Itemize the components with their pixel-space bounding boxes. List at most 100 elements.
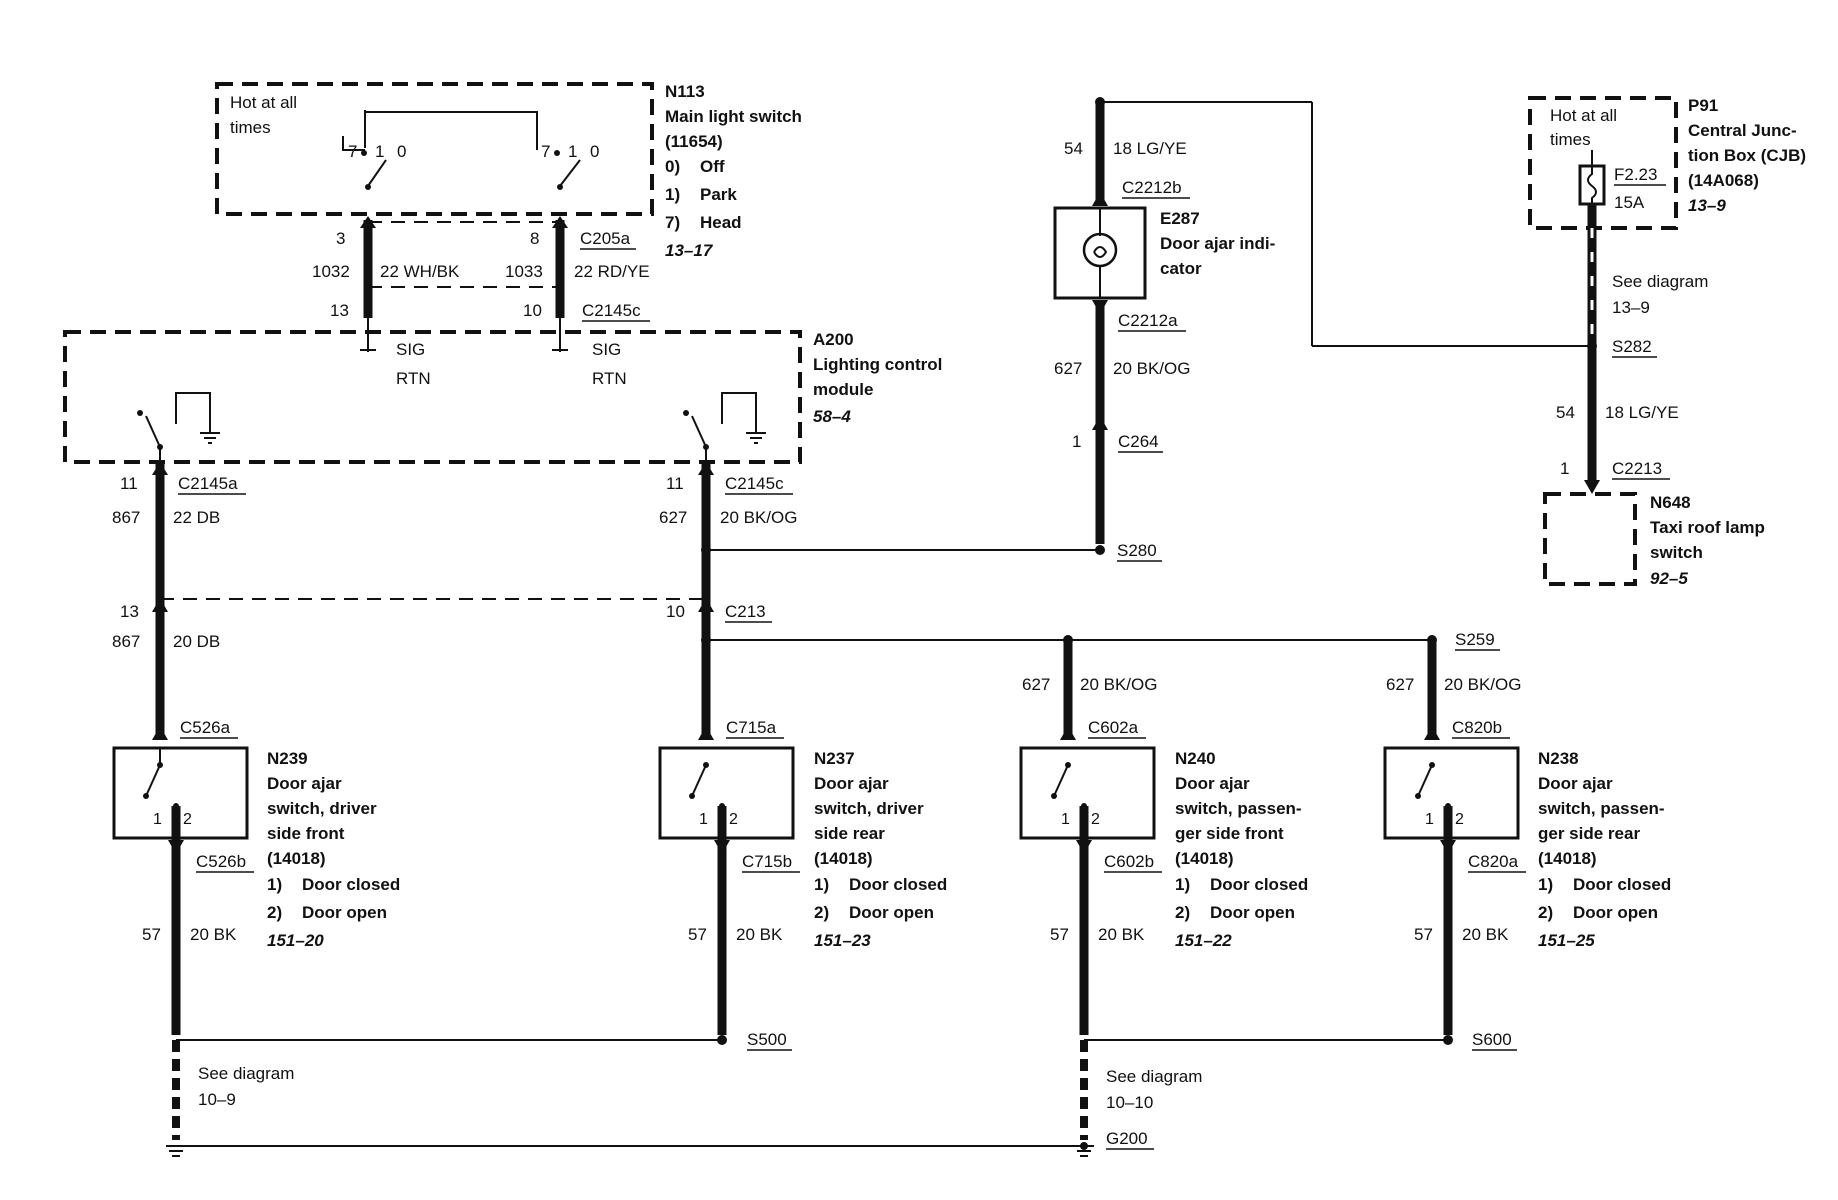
central-junction-box-p91: Hot at all times F2.23 15A P91 Central J… (1312, 96, 1806, 494)
n238-line-1: Door ajar (1538, 774, 1613, 793)
a200-right-switch (683, 392, 766, 462)
n113-hot-label-2: times (230, 118, 271, 137)
ground-g200: G200 (1106, 1129, 1148, 1148)
splice-s259: S259 (1455, 630, 1495, 649)
ground-wiring: C526b C715b C602b C820a 57 20 BK 57 20 B… (142, 806, 1526, 1157)
n238-state-1: Door closed (1573, 875, 1671, 894)
connector-c602a: C602a (1088, 718, 1139, 737)
n113-left-pos-0: 0 (397, 142, 406, 161)
pin-13-c213: 13 (120, 602, 139, 621)
circuit-867-gauge: 22 DB (173, 508, 220, 527)
circuit-57b-num: 57 (688, 925, 707, 944)
circuit-54b-gauge: 18 LG/YE (1605, 403, 1679, 422)
door-ajar-indicator-e287: 54 18 LG/YE C2212b E287 Door ajar indi- … (1053, 97, 1313, 562)
circuit-57b-gauge: 20 BK (736, 925, 783, 944)
n113-dashed-housing (215, 82, 654, 216)
connector-c2213: C2213 (1612, 459, 1662, 478)
circuit-1032-gauge: 22 WH/BK (380, 262, 460, 281)
a200-dashed-housing (63, 330, 802, 464)
a200-left-switch (137, 392, 220, 462)
connector-c715a: C715a (726, 718, 777, 737)
main-light-switch-n113: Hot at all times 7 1 0 7 1 0 N113 Main l… (215, 82, 802, 260)
see-diagram-13-9-l2: 13–9 (1612, 298, 1650, 317)
pin-11-c2145c: 11 (666, 474, 684, 493)
pin-8: 8 (530, 229, 539, 248)
n648-page-ref: 92–5 (1650, 569, 1688, 588)
n240-pin-2: 2 (1091, 811, 1100, 828)
circuit-627d-gauge: 20 BK/OG (1444, 675, 1521, 694)
connector-c264: C264 (1118, 432, 1159, 451)
p91-id: P91 (1688, 96, 1718, 115)
pin-11-c2145a: 11 (120, 474, 138, 493)
lighting-control-module-a200: SIG RTN SIG RTN A200 Lighting control mo… (63, 318, 942, 464)
connector-c526a: C526a (180, 718, 231, 737)
pin-3: 3 (336, 229, 345, 248)
connector-c526b: C526b (196, 852, 246, 871)
c213-wiring: 13 867 20 DB 10 C213 S259 627 20 BK/OG 6… (112, 600, 1521, 740)
n239-line-1: Door ajar (267, 774, 342, 793)
pin-1-c264: 1 (1072, 432, 1081, 451)
e287-id: E287 (1160, 209, 1200, 228)
n648-id: N648 (1650, 493, 1691, 512)
a200-output-wires: 11 C2145a 867 22 DB 11 C2145c 627 20 BK/… (112, 462, 1100, 612)
n113-hot-label-1: Hot at all (230, 93, 297, 112)
connector-c213: C213 (725, 602, 766, 621)
circuit-54b-num: 54 (1556, 403, 1575, 422)
connector-c602b: C602b (1104, 852, 1154, 871)
n113-id: N113 (665, 82, 705, 101)
circuit-627-gauge: 20 BK/OG (720, 508, 797, 527)
n238-page-ref: 151–25 (1538, 931, 1595, 950)
n648-dashed-housing (1543, 492, 1637, 586)
circuit-627e-num: 627 (1054, 359, 1082, 378)
n240-state-1: Door closed (1210, 875, 1308, 894)
circuit-1032-num: 1032 (312, 262, 350, 281)
a200-name-2: module (813, 380, 873, 399)
circuit-57d-gauge: 20 BK (1462, 925, 1509, 944)
p91-dashed-housing (1528, 96, 1678, 230)
a200-page-ref: 58–4 (813, 407, 851, 426)
n238-pin-2: 2 (1455, 811, 1464, 828)
n113-part: (11654) (665, 132, 723, 151)
n239-page-ref: 151–20 (267, 931, 324, 950)
n240-page-ref: 151–22 (1175, 931, 1232, 950)
splice-s282: S282 (1612, 337, 1652, 356)
n239-pin-2: 2 (183, 811, 192, 828)
n238-line-3: ger side rear (1538, 824, 1640, 843)
p91-fuse: F2.23 (1614, 165, 1657, 184)
a200-rtn-right: RTN (592, 369, 627, 388)
n113-right-pos-0: 0 (590, 142, 599, 161)
ground-symbol-left (166, 1145, 186, 1157)
n113-to-a200-wires: 3 1032 22 WH/BK 13 8 C205a 1033 22 RD/YE… (312, 216, 650, 322)
n240-line-3: ger side front (1175, 824, 1284, 843)
n113-page-ref: 13–17 (665, 241, 714, 260)
circuit-1033-gauge: 22 RD/YE (574, 262, 650, 281)
see-diagram-13-9-l1: See diagram (1612, 272, 1708, 291)
circuit-627-num: 627 (659, 508, 687, 527)
n113-name: Main light switch (665, 107, 802, 126)
connector-c2145a: C2145a (178, 474, 238, 493)
circuit-57c-gauge: 20 BK (1098, 925, 1145, 944)
door-ajar-switch-n239: 1 2 N239 Door ajar switch, driver side f… (112, 746, 400, 950)
pin-1-c2213: 1 (1560, 459, 1569, 478)
connector-c2212b: C2212b (1122, 178, 1182, 197)
pin-10: 10 (523, 301, 542, 320)
p91-name-2: tion Box (CJB) (1688, 146, 1806, 165)
n240-line-2: switch, passen- (1175, 799, 1302, 818)
circuit-54a-num: 54 (1064, 139, 1083, 158)
taxi-roof-lamp-switch-n648: N648 Taxi roof lamp switch 92–5 (1543, 492, 1765, 588)
splice-s280: S280 (1117, 541, 1157, 560)
p91-page-ref: 13–9 (1688, 196, 1726, 215)
circuit-1033-num: 1033 (505, 262, 543, 281)
n113-state-head: Head (700, 213, 742, 232)
door-ajar-switch-n240: 1 2 N240 Door ajar switch, passen- ger s… (1019, 746, 1308, 950)
circuit-627c-gauge: 20 BK/OG (1080, 675, 1157, 694)
circuit-867b-num: 867 (112, 632, 140, 651)
circuit-54a-gauge: 18 LG/YE (1113, 139, 1187, 158)
connector-c2212a: C2212a (1118, 311, 1178, 330)
n238-line-2: switch, passen- (1538, 799, 1665, 818)
n240-state-2: Door open (1210, 903, 1295, 922)
circuit-57a-num: 57 (142, 925, 161, 944)
n240-pin-1: 1 (1061, 811, 1070, 828)
connector-c820b: C820b (1452, 718, 1502, 737)
